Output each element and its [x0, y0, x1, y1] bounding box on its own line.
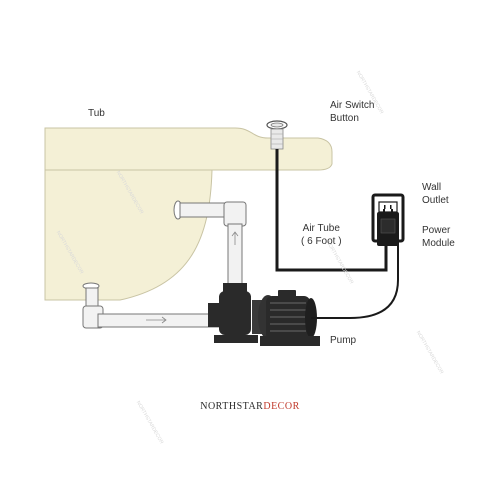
power-module-label: Power Module — [422, 224, 455, 250]
brand-logo: NORTHSTARDECOR — [0, 401, 500, 412]
power-module-label-line1: Power — [422, 225, 451, 236]
pump — [208, 283, 320, 346]
wall-outlet-label-line2: Outlet — [422, 195, 449, 206]
air-tube-label-line1: Air Tube — [302, 223, 340, 234]
tub-label: Tub — [88, 108, 105, 119]
pump-label: Pump — [330, 335, 357, 346]
wall-outlet-label: Wall Outlet — [422, 181, 449, 207]
upper-pipe — [173, 200, 247, 289]
wall-outlet-label-line1: Wall — [422, 182, 442, 193]
air-switch-label: Air Switch Button — [330, 99, 374, 125]
air-switch-label-line1: Air Switch — [330, 100, 375, 111]
brand-part1: NORTHSTAR — [200, 401, 264, 412]
tub-deck — [44, 127, 333, 171]
air-tube — [275, 149, 388, 272]
tub-basin — [44, 169, 213, 301]
air-tube-label: Air Tube ( 6 Foot ) — [301, 222, 342, 248]
air-switch-button — [266, 120, 288, 150]
power-module — [377, 209, 399, 246]
air-switch-label-line2: Button — [330, 113, 359, 124]
pump-power-cord — [311, 244, 399, 319]
air-tube-label-line2: ( 6 Foot ) — [301, 236, 342, 247]
brand-part2: DECOR — [263, 401, 300, 412]
power-module-label-line2: Module — [422, 238, 455, 249]
